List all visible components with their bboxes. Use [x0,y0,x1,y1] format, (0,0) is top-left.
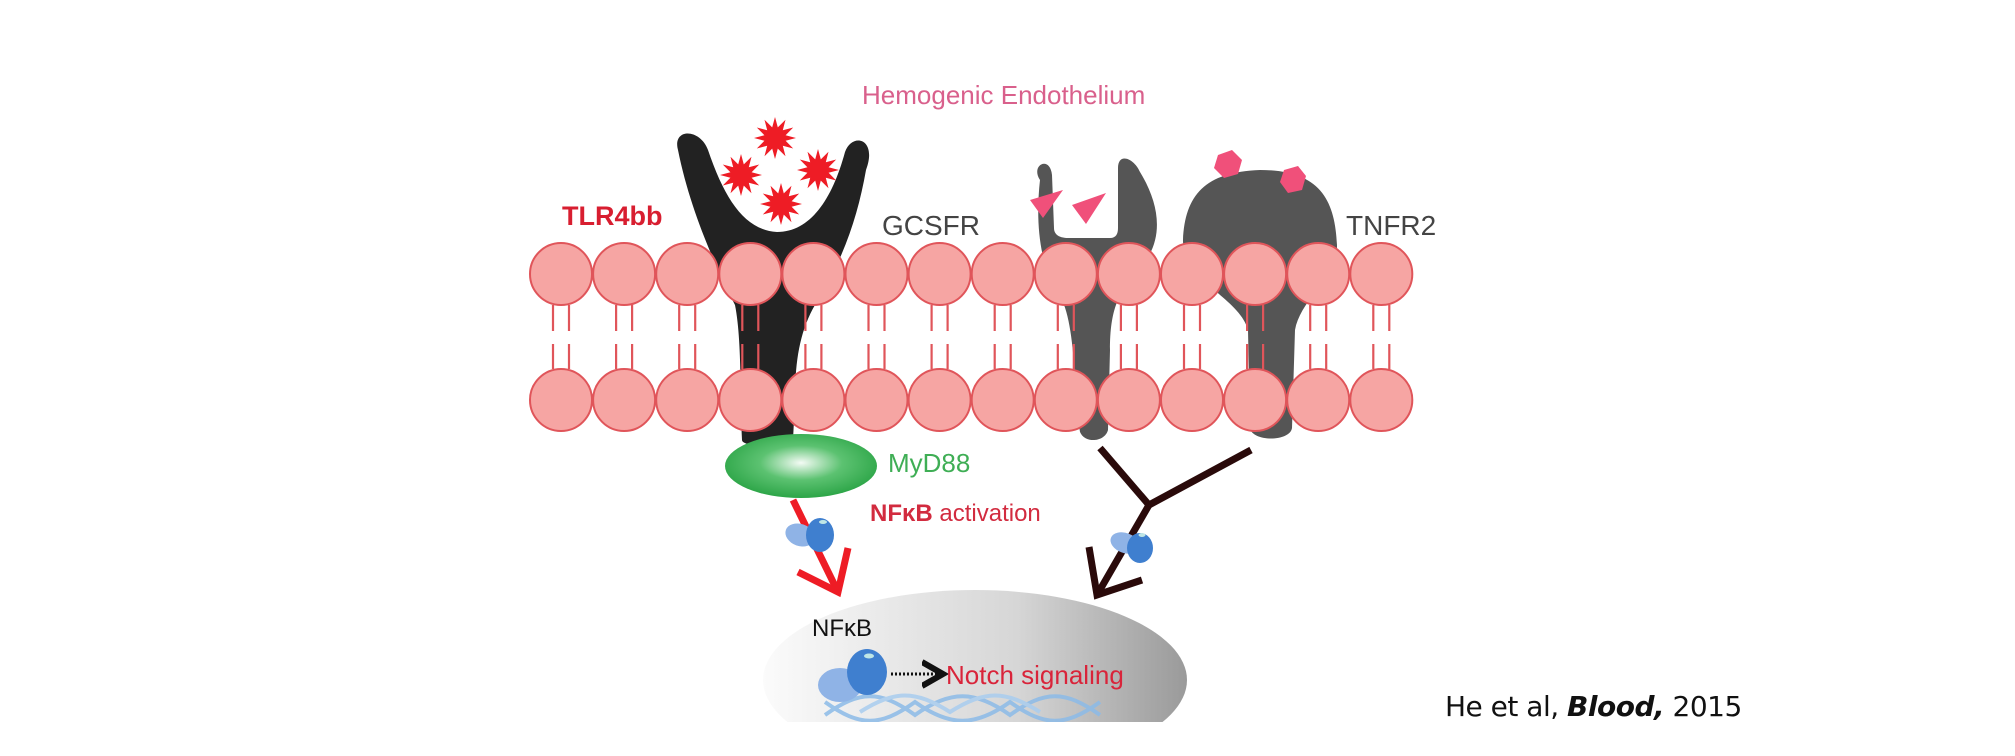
lipid [718,242,783,432]
lipid [1223,242,1288,432]
lipid-head [1286,368,1351,432]
gcsf-ligand [1072,193,1106,224]
lipid [592,242,657,432]
myd88-adaptor [725,434,877,498]
lipid [1096,242,1161,432]
lps-star-icon [797,149,839,191]
lipid-head [529,368,593,432]
citation-journal: Blood, [1567,690,1665,723]
lipid [844,242,909,432]
lipid-head [844,368,909,432]
lipid-head [529,242,593,306]
lipid-head [907,242,972,306]
nfkb-complex-nucleus [818,649,887,702]
lipid [1033,242,1098,432]
tlr4bb-label: TLR4bb [562,201,663,231]
lipid-head [592,242,657,306]
lps-star-icon [760,183,802,225]
lipid-head [1349,368,1414,432]
lipid-head [655,242,720,306]
lps-star-icon [720,154,762,196]
lipid [1160,242,1224,432]
lipid [907,242,972,432]
lipid-head [1160,242,1224,306]
lipid [1349,242,1414,432]
tnf-ligand [1214,150,1242,178]
lipid-head [1223,242,1288,306]
lipid-head [1160,368,1224,432]
gcsfr-tnfr2-arrow [1085,445,1253,600]
lipid-head [844,242,909,306]
lipid-head [907,368,972,432]
dna-helix [823,693,1102,722]
lipid [529,242,593,432]
lipid-head [1286,242,1351,306]
lipid-head [1096,368,1161,432]
citation-authors: He et al, [1445,690,1568,723]
lipid-bilayer [529,242,1414,432]
lipid-head [781,368,846,432]
gcsf-ligand [1030,190,1063,218]
lipid-head [1033,242,1098,306]
lipid-head [1223,368,1288,432]
notch-signaling-label: Notch signaling [946,660,1124,690]
lipid-head [1033,368,1098,432]
lps-star-icon [754,117,796,159]
lipid [970,242,1035,432]
myd88-label: MyD88 [888,448,970,478]
lipid [781,242,846,432]
nucleus-nfkb-label: NFκB [812,615,872,642]
lipid-head [592,368,657,432]
lipid-head [718,368,783,432]
lipid-head [970,368,1035,432]
tnf-ligand [1280,166,1306,193]
lipid-head [1096,242,1161,306]
lipid-head [1349,242,1414,306]
lps-ligands [720,117,839,225]
lipid-head [970,242,1035,306]
nfkb-activation-label: NFκB activation [870,500,1041,527]
lipid-head [718,242,783,306]
gcsfr-receptor [1030,158,1157,441]
tnfr2-label: TNFR2 [1346,210,1436,241]
nfkb-complex-cytoplasm-1 [785,518,834,552]
lipid [655,242,720,432]
lipid-head [655,368,720,432]
diagram-title: Hemogenic Endothelium [862,80,1145,110]
citation-year: 2015 [1664,690,1743,723]
citation: He et al, Blood, 2015 [1445,690,1742,723]
lipid [1286,242,1351,432]
lipid-head [781,242,846,306]
gcsfr-label: GCSFR [882,210,980,241]
nfkb-complex-cytoplasm-2 [1110,532,1153,563]
